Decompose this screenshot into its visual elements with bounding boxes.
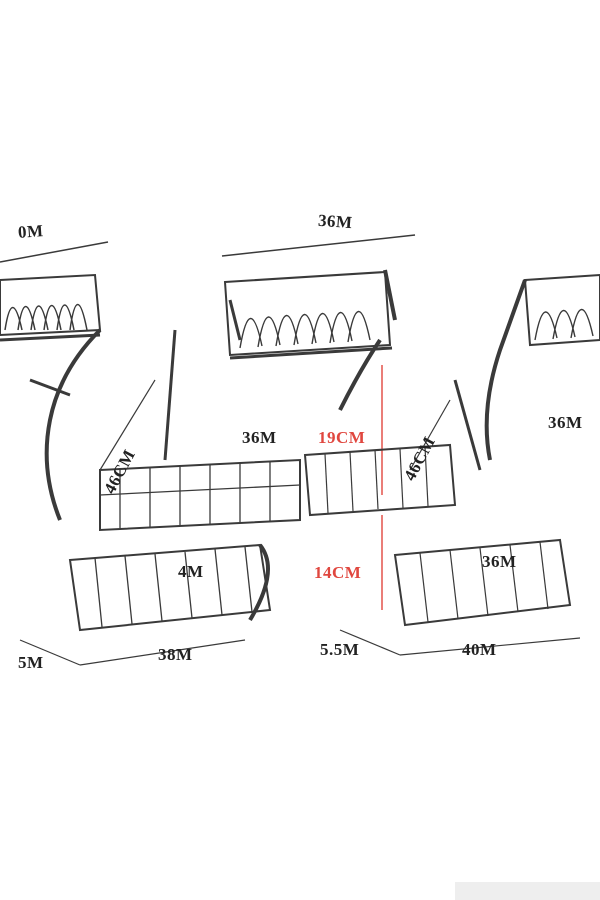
watermark-strip	[455, 882, 600, 900]
left-rack-copy	[0, 241, 301, 666]
right-rack-copy	[409, 273, 600, 471]
dimension-label: 36M	[242, 428, 277, 447]
dimension-label: 36M	[317, 210, 354, 233]
dimension-label: 38M	[158, 645, 193, 664]
dimension-label: 40M	[462, 640, 497, 659]
dimension-label-red: 14CM	[314, 563, 362, 582]
dimension-label: 36M	[548, 413, 583, 432]
dimension-label: 5M	[18, 653, 44, 672]
dimension-label: 36M	[482, 552, 517, 571]
center-rack	[221, 234, 581, 656]
dimension-label: 4M	[178, 562, 204, 581]
dimension-label: 0M	[17, 221, 45, 242]
dimension-label: 5.5M	[320, 640, 360, 659]
dimension-label-red: 19CM	[318, 428, 366, 447]
